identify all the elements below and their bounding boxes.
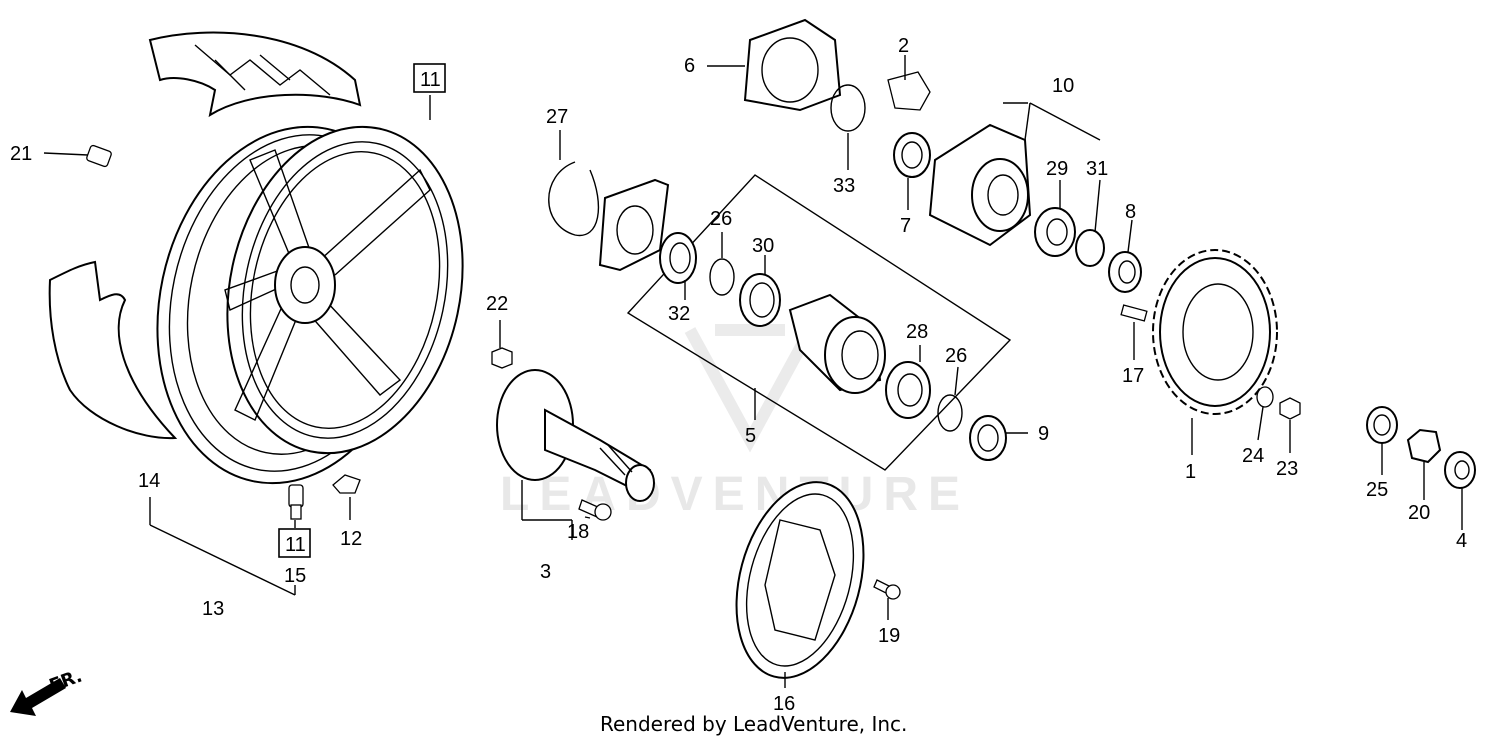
callout-9: 9 <box>1038 423 1049 445</box>
circlip-26b-part <box>937 394 963 432</box>
callout-29: 29 <box>1046 158 1068 180</box>
wheel-rim-part <box>156 125 464 485</box>
callout-25: 25 <box>1366 479 1388 501</box>
oil-seal-32-part <box>659 232 697 284</box>
oil-seal-31-part <box>1075 229 1105 267</box>
callouts: 1 2 3 4 5 6 7 8 9 10 12 13 14 15 16 17 1… <box>10 35 1467 715</box>
box-label-11-bottom-text: 11 <box>285 534 306 556</box>
circlip-27-part <box>548 161 600 237</box>
callout-2: 2 <box>898 35 909 57</box>
callout-5: 5 <box>745 425 756 447</box>
callout-19: 19 <box>878 625 900 647</box>
balance-weight-part <box>332 474 361 494</box>
callout-16: 16 <box>773 693 795 715</box>
damper-rubber-part <box>743 18 842 112</box>
washer-24-part <box>1256 386 1274 408</box>
callout-7: 7 <box>900 215 911 237</box>
front-direction-label: FR. <box>47 666 86 697</box>
callout-10: 10 <box>1052 75 1074 97</box>
callout-28: 28 <box>906 321 928 343</box>
callout-26b: 26 <box>945 345 967 367</box>
o-ring-33-part <box>830 84 866 132</box>
callout-13: 13 <box>202 598 224 620</box>
callout-14: 14 <box>138 470 160 492</box>
leader-lines <box>43 55 1463 688</box>
callout-18: 18 <box>567 521 589 543</box>
callout-27: 27 <box>546 106 568 128</box>
bolt-19-part <box>873 579 901 600</box>
stud-17-part <box>1120 304 1148 322</box>
callout-20: 20 <box>1408 502 1430 524</box>
sprocket-part <box>1152 249 1278 415</box>
nut-22-part <box>491 347 513 369</box>
box-label-11-top-text: 11 <box>420 69 441 91</box>
collar-2-part <box>887 71 931 111</box>
brake-disc-part <box>735 481 865 679</box>
callout-12: 12 <box>340 528 362 550</box>
bearing-30-part <box>739 273 781 327</box>
nut-20-part <box>1406 428 1442 464</box>
callout-1: 1 <box>1185 461 1196 483</box>
callout-26a: 26 <box>710 208 732 230</box>
valve-stem-part <box>288 484 304 520</box>
axle-flange-part <box>496 369 655 502</box>
circlip-26-part <box>709 258 735 296</box>
oil-seal-7-part <box>893 132 931 178</box>
driven-flange-part <box>788 293 886 394</box>
callout-32: 32 <box>668 303 690 325</box>
valve-cap-part <box>86 144 112 168</box>
callout-33: 33 <box>833 175 855 197</box>
bolt-18-part <box>578 499 612 521</box>
box-label-11-bottom: 11 <box>278 528 311 558</box>
bearing-28-part <box>885 361 931 419</box>
oil-seal-9-part <box>969 415 1007 461</box>
watermark-logo <box>684 324 816 453</box>
callout-4: 4 <box>1456 530 1467 552</box>
tire-part <box>48 31 362 440</box>
callout-24: 24 <box>1242 445 1264 467</box>
callout-22: 22 <box>486 293 508 315</box>
callout-23: 23 <box>1276 458 1298 480</box>
nut-23-part <box>1279 397 1301 420</box>
callout-30: 30 <box>752 235 774 257</box>
collar-25-part <box>1366 406 1398 444</box>
callout-31: 31 <box>1086 158 1108 180</box>
callout-6: 6 <box>684 55 695 77</box>
watermark-text: LEADVENTURE <box>500 468 970 521</box>
credit-text: Rendered by LeadVenture, Inc. <box>600 712 907 736</box>
bearing-29-part <box>1034 207 1076 257</box>
callout-15: 15 <box>284 565 306 587</box>
callout-8: 8 <box>1125 201 1136 223</box>
collar-8-part <box>1108 251 1142 293</box>
sprocket-flange-part <box>928 123 1032 247</box>
axle-nut-4-part <box>1444 451 1476 489</box>
callout-17: 17 <box>1122 365 1144 387</box>
callout-21: 21 <box>10 143 32 165</box>
box-label-11-top: 11 <box>413 63 446 93</box>
callout-3: 3 <box>540 561 551 583</box>
front-direction-arrow: FR. <box>10 666 85 716</box>
retainer-plate-part <box>598 178 670 272</box>
